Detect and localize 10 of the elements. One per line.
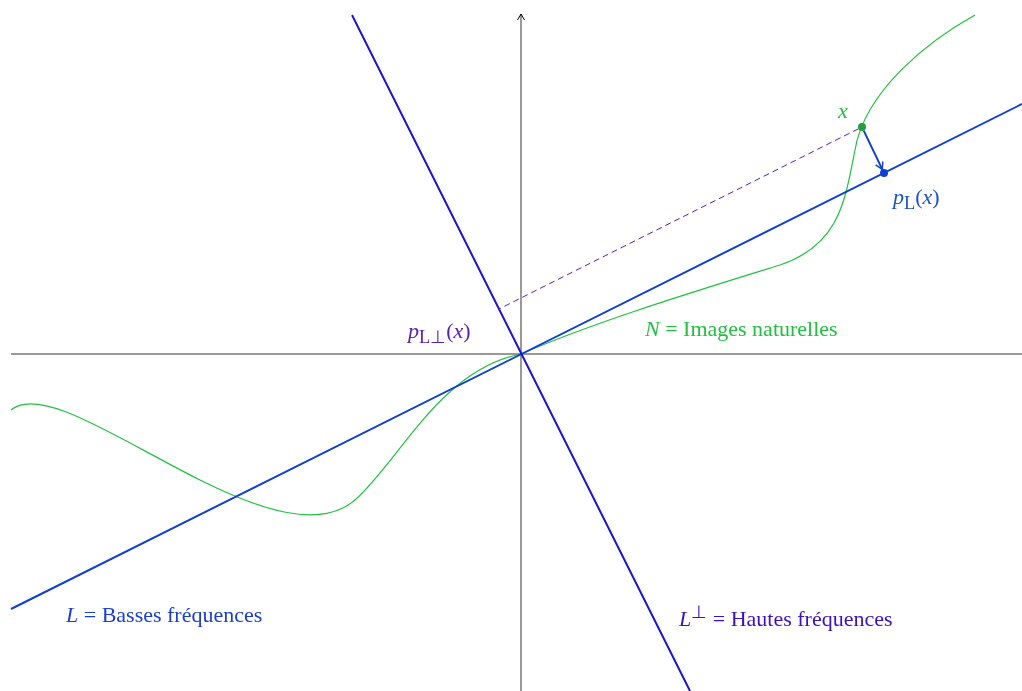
point-label: p$_{L⊥}$(x) bbox=[408, 320, 471, 347]
projection-arrow bbox=[862, 129, 884, 171]
point-marker bbox=[858, 123, 866, 131]
point-label: p$_{L}$(x) bbox=[893, 186, 940, 213]
line-label: L$^{⊥}$ = Hautes fréquences bbox=[679, 603, 893, 631]
point-label: x bbox=[838, 100, 848, 122]
line-label: N = Images naturelles bbox=[645, 318, 838, 340]
projection-line bbox=[498, 128, 859, 310]
point-marker bbox=[880, 169, 888, 177]
line-label: L = Basses fréquences bbox=[66, 604, 263, 626]
